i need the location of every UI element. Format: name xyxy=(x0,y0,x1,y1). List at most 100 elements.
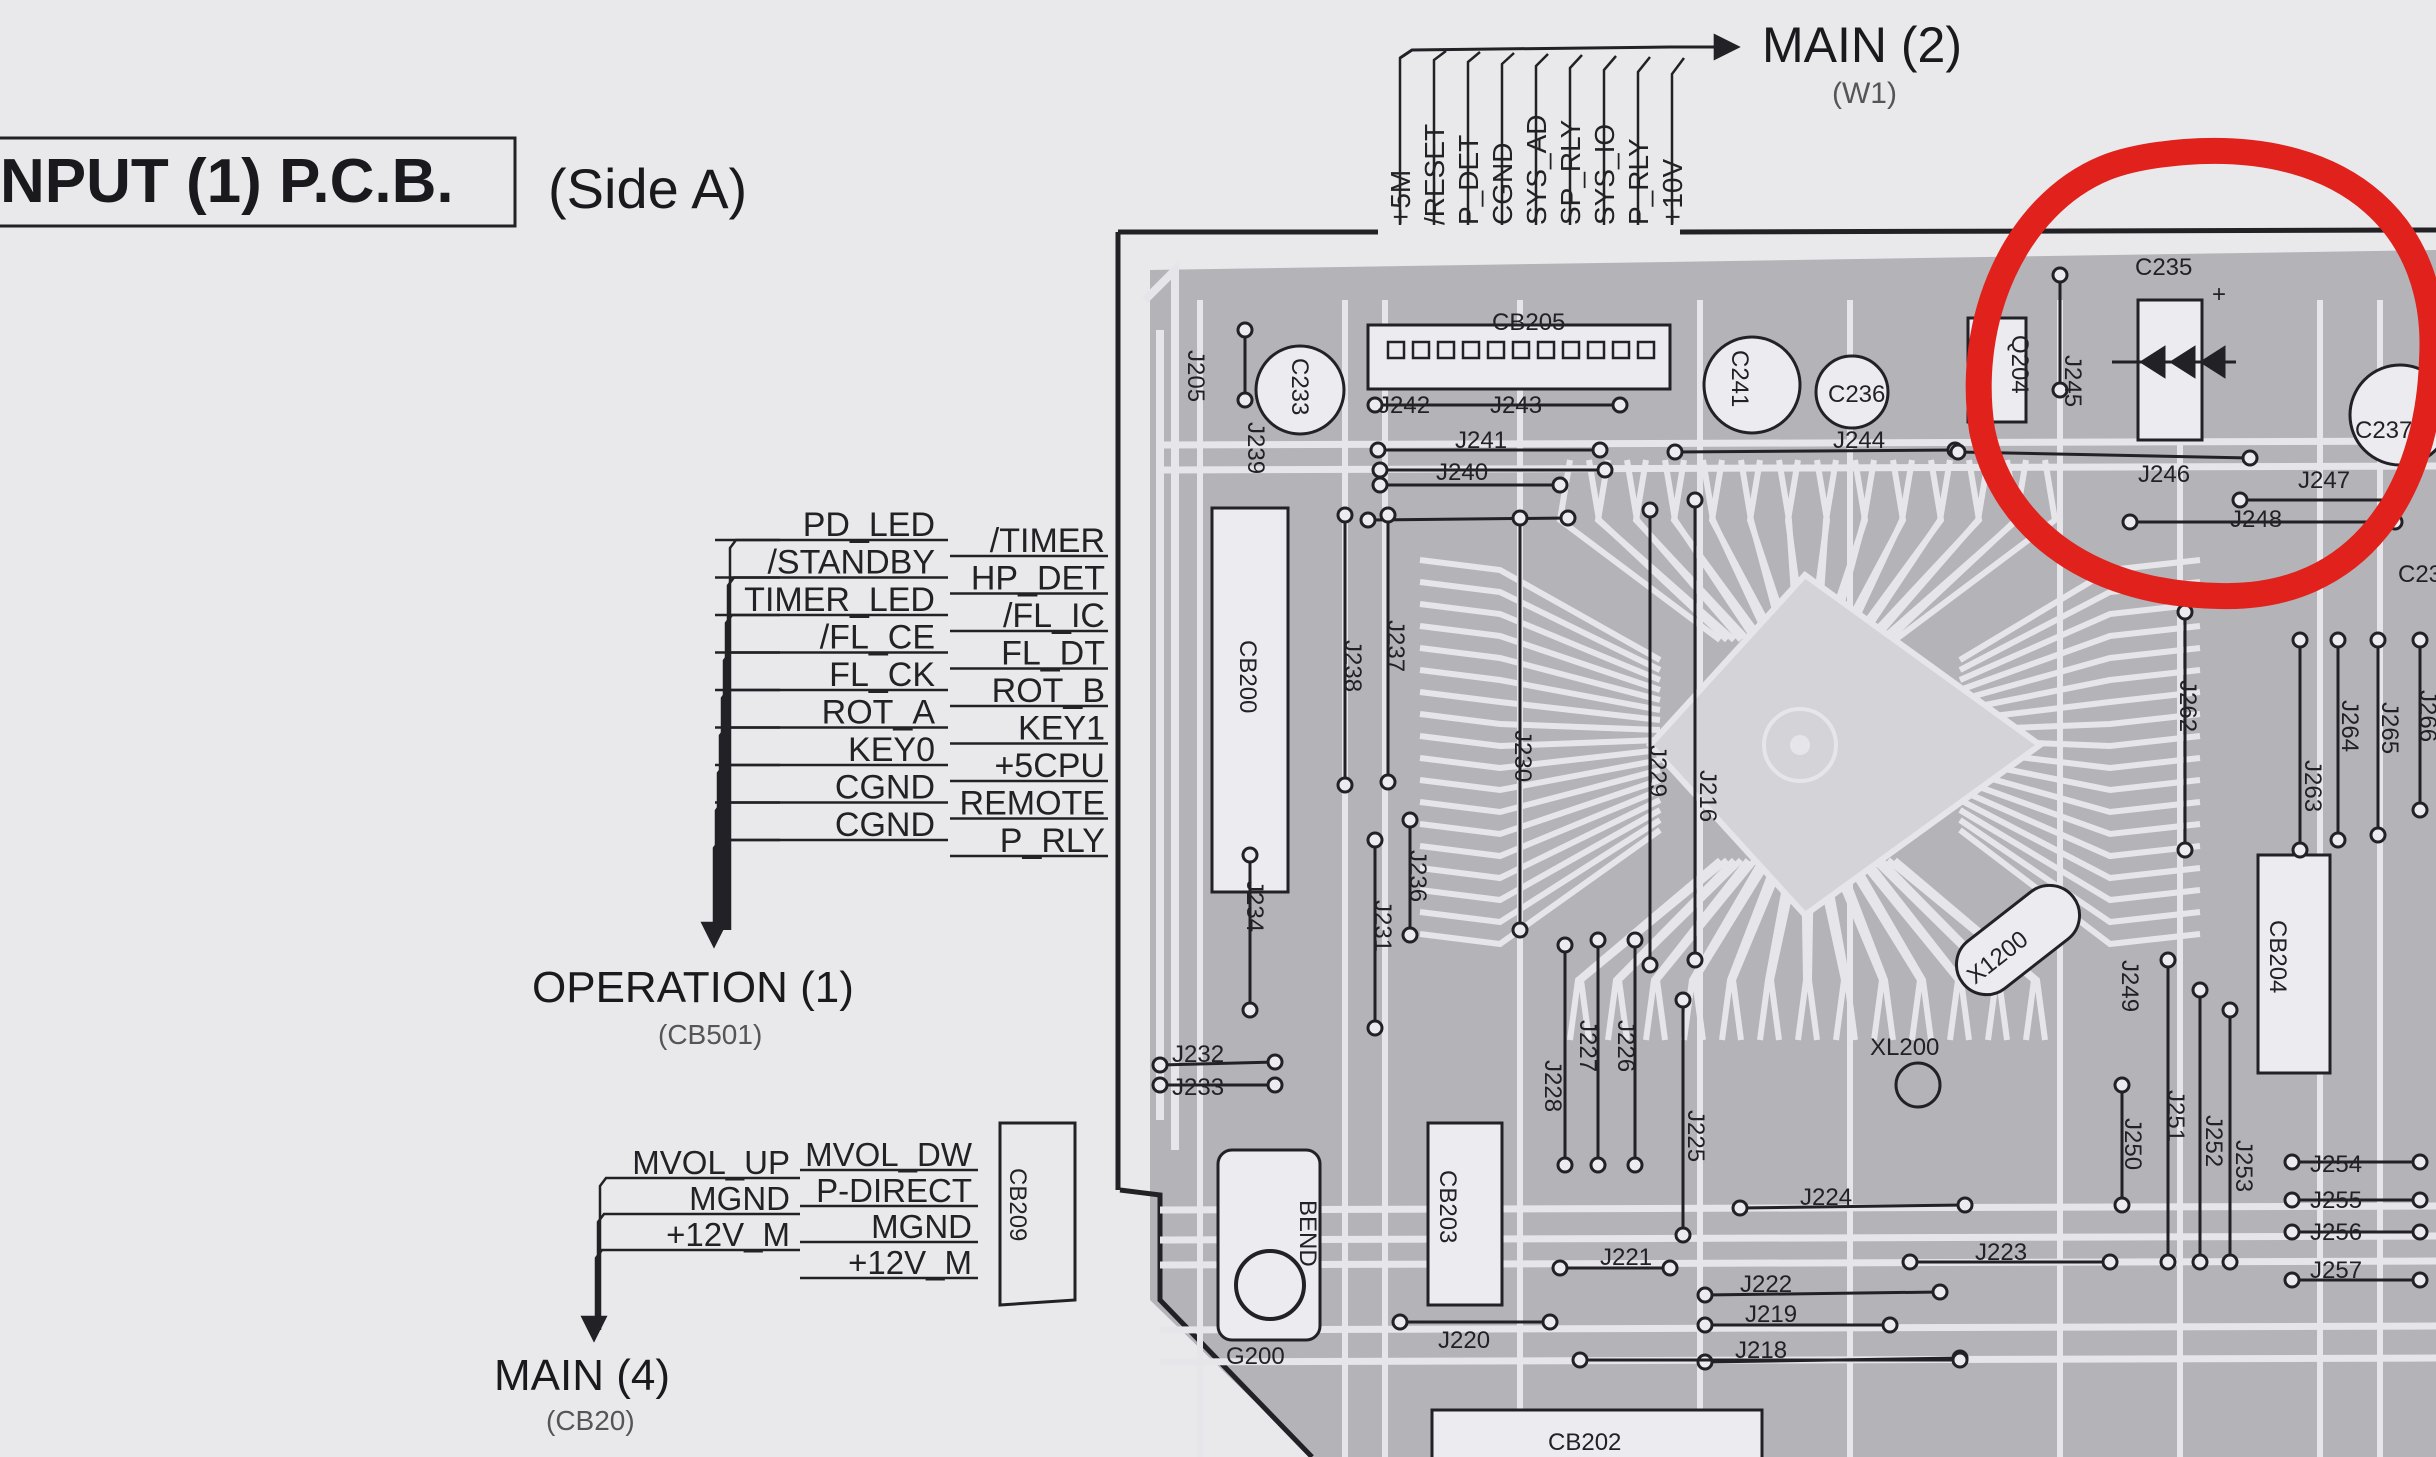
pcb-trace xyxy=(1419,807,1662,904)
w1-signal-label: P_DET xyxy=(1453,135,1484,225)
solder-pad xyxy=(1401,811,1419,829)
pcb-trace xyxy=(1142,260,1179,1150)
g200-encoder xyxy=(1216,1148,1322,1342)
pcb-trace xyxy=(1419,767,1661,816)
cb501-left-label: FL_CK xyxy=(829,656,935,694)
solder-pad xyxy=(1379,506,1397,524)
solder-pad xyxy=(2051,266,2069,284)
solder-pad xyxy=(1674,991,1692,1009)
cb20-left-label: MGND xyxy=(689,1180,790,1217)
cb205-pin xyxy=(1386,340,1406,360)
solder-pad xyxy=(1551,1259,1569,1277)
solder-pad xyxy=(1151,1056,1169,1074)
solder-pad xyxy=(2283,1191,2301,1209)
pcb-trace xyxy=(1653,858,1758,1041)
pcb-trace xyxy=(1958,601,2201,683)
jumper-wire xyxy=(1367,516,1569,522)
cb200-header xyxy=(1210,506,1290,894)
title-block: NPUT (1) P.C.B. (Side A) xyxy=(0,136,747,228)
solder-pad xyxy=(2329,631,2347,649)
solder-pad xyxy=(1366,831,1384,849)
label-j225: J225 xyxy=(1682,1110,1709,1162)
cb20-left-wire xyxy=(598,1176,800,1330)
solder-pad xyxy=(2291,631,2309,649)
cap-c241 xyxy=(1702,335,1802,435)
connector-cb501: OPERATION (1) (CB501) PD_LED/STANDBYTIME… xyxy=(532,506,1108,1050)
pcb-trace xyxy=(1958,827,2201,948)
solder-pad xyxy=(2329,831,2347,849)
cb501-ref: (CB501) xyxy=(658,1019,762,1050)
cb205-pins xyxy=(1386,340,1656,360)
pcb-trace xyxy=(1419,667,1661,713)
solder-pad xyxy=(2191,981,2209,999)
title-frame xyxy=(0,136,517,228)
cb501-bundle-wire xyxy=(716,763,780,930)
solder-pad xyxy=(1556,936,1574,954)
pcb-trace xyxy=(1419,601,1662,683)
pcb-trace xyxy=(1419,817,1662,926)
solder-pad xyxy=(1241,1001,1259,1019)
pcb-trace xyxy=(1893,459,2059,643)
solder-pad xyxy=(1556,1156,1574,1174)
solder-pad xyxy=(2283,1223,2301,1241)
label-j232: J232 xyxy=(1172,1041,1224,1068)
solder-pad xyxy=(1559,509,1577,527)
solder-pad xyxy=(1241,846,1259,864)
solder-pad xyxy=(1336,506,1354,524)
jumper-wire xyxy=(1739,1203,1966,1210)
solder-pad xyxy=(2231,491,2249,509)
jumper-wire xyxy=(1957,450,2251,460)
solder-pad xyxy=(2291,841,2309,859)
label-j249: J249 xyxy=(2116,960,2143,1012)
solder-pad xyxy=(1511,921,1529,939)
solder-pad xyxy=(1674,1226,1692,1244)
solder-pad xyxy=(1369,441,1387,459)
solder-pad xyxy=(1641,501,1659,519)
solder-pad xyxy=(1511,509,1529,527)
pcb-trace xyxy=(1959,689,2201,723)
jumper-wire xyxy=(1159,1060,1276,1067)
label-j251: J251 xyxy=(2162,1090,2189,1142)
cb501-left-label: TIMER_LED xyxy=(744,581,935,619)
solder-pad xyxy=(1359,511,1377,529)
label-c241: C241 xyxy=(1726,350,1753,407)
solder-pad xyxy=(1571,1351,1589,1369)
label-j230: J230 xyxy=(1509,730,1536,782)
solder-pad xyxy=(2241,449,2259,467)
pcb-trace xyxy=(1959,667,2201,713)
pcb-trace xyxy=(1632,459,1751,643)
solder-pad xyxy=(1881,1316,1899,1334)
label-cb204: CB204 xyxy=(2264,920,2291,993)
solder-pad xyxy=(2191,1253,2209,1271)
label-j247: J247 xyxy=(2298,467,2350,494)
label-j241: J241 xyxy=(1455,427,1507,454)
solder-pad xyxy=(2369,631,2387,649)
solder-pad xyxy=(1901,1253,1919,1271)
solder-pad xyxy=(1596,461,1614,479)
cb205-pin xyxy=(1411,340,1431,360)
solder-pad xyxy=(1379,773,1397,791)
label-j264: J264 xyxy=(2336,700,2363,752)
cb205-pin xyxy=(1586,340,1606,360)
board-top-edge xyxy=(1118,227,2436,235)
solder-pad xyxy=(1589,1156,1607,1174)
cb501-right-label: P_RLY xyxy=(1000,822,1105,860)
pcb-trace xyxy=(1729,858,1786,1041)
cb501-left-label: ROT_A xyxy=(822,694,936,732)
pcb-trace xyxy=(1850,858,1934,1041)
solder-pad xyxy=(2121,513,2139,531)
label-j237: J237 xyxy=(1382,620,1409,672)
pcb-trace xyxy=(1419,787,1662,860)
encoder-knob-icon xyxy=(1234,1249,1306,1321)
solder-pad xyxy=(1591,441,1609,459)
cb205-pin xyxy=(1511,340,1531,360)
solder-pad xyxy=(1696,1286,1714,1304)
label-q204: Q204 xyxy=(2006,335,2033,394)
pcb-trace xyxy=(1958,787,2201,860)
pcb-trace xyxy=(1159,1322,2436,1334)
label-j216: J216 xyxy=(1694,770,1721,822)
pcb-trace xyxy=(1958,817,2201,926)
solder-pad xyxy=(2113,1076,2131,1094)
